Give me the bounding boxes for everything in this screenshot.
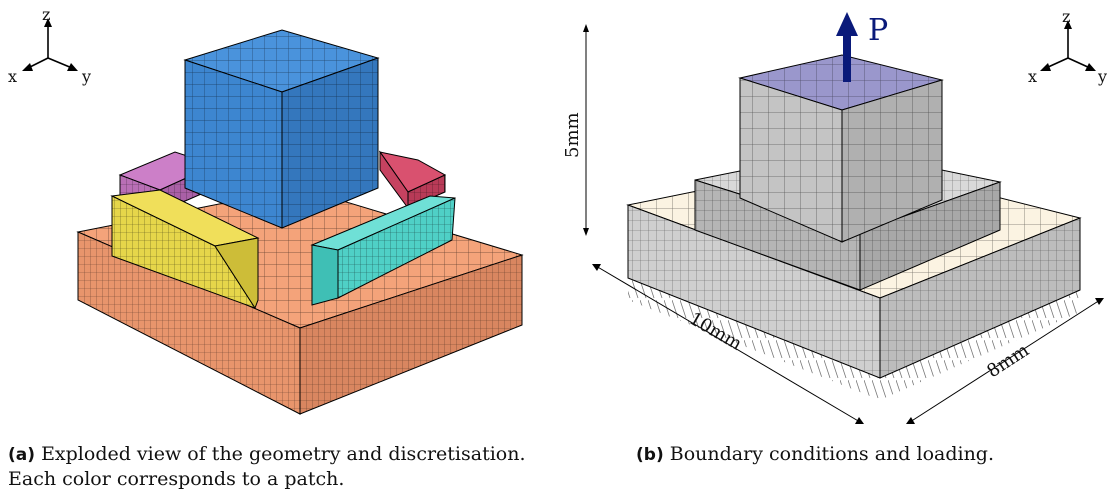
axis-triad-b: z x y: [1028, 7, 1107, 86]
caption-b-text: Boundary conditions and loading.: [669, 443, 995, 465]
caption-a-label: (a): [8, 445, 36, 465]
caption-b-label: (b): [636, 445, 664, 465]
axis-y-label: y: [81, 67, 91, 86]
caption-a-text: Exploded view of the geometry and discre…: [8, 443, 526, 490]
cyan-patch: [310, 195, 456, 306]
axis-z-label-b: z: [1062, 7, 1070, 26]
load-label: P: [868, 13, 888, 48]
load-arrow: P: [836, 12, 888, 82]
axis-triad-a: z x y: [8, 5, 91, 86]
exploded-view-figure: z x y: [8, 5, 524, 415]
axis-z-label: z: [42, 5, 50, 24]
height-label: 5mm: [562, 112, 583, 158]
boundary-conditions-figure: z x y: [562, 7, 1107, 424]
height-dimension: 5mm: [562, 24, 589, 236]
caption-b: (b) Boundary conditions and loading.: [636, 442, 1076, 467]
figure-panel-a: z x y: [0, 0, 560, 440]
axis-y-label-b: y: [1097, 67, 1107, 86]
yellow-patch: [110, 189, 260, 310]
top-block: [738, 54, 944, 243]
axis-x-label: x: [8, 67, 17, 86]
top-block-patch: [183, 29, 380, 229]
caption-a: (a) Exploded view of the geometry and di…: [8, 442, 568, 491]
figure-panel-b: z x y: [560, 0, 1108, 440]
axis-x-label-b: x: [1028, 67, 1037, 86]
